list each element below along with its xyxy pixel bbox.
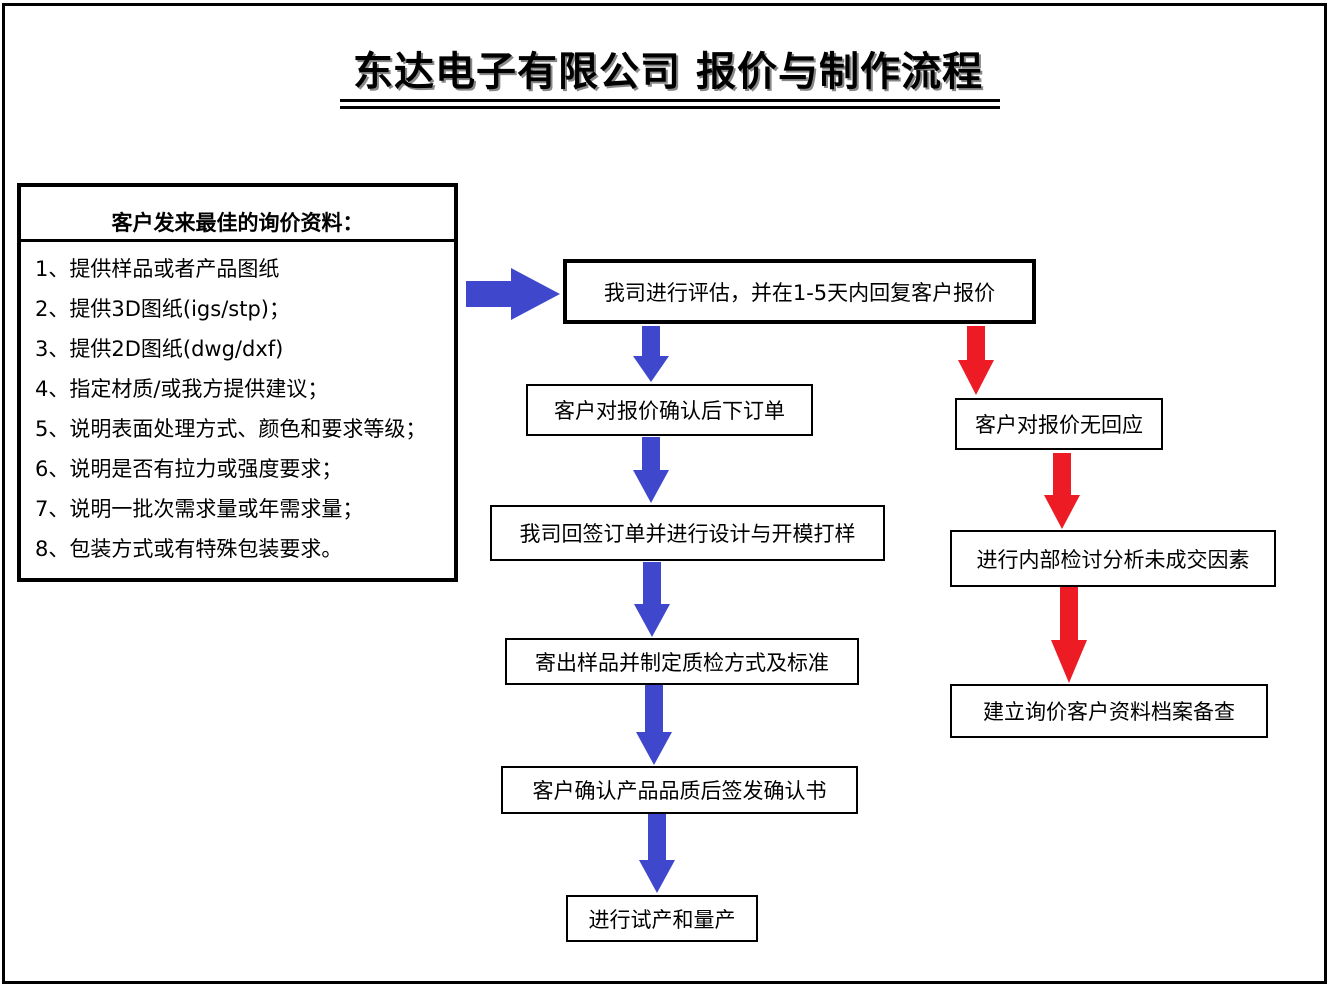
requirement-item: 6、说明是否有拉力或强度要求；	[35, 457, 343, 481]
step-evaluate-box: 我司进行评估，并在1-5天内回复客户报价	[563, 259, 1036, 324]
requirement-item: 5、说明表面处理方式、颜色和要求等级；	[35, 417, 427, 441]
step-confirm-quality-box: 客户确认产品品质后签发确认书	[501, 766, 858, 814]
requirement-item: 1、提供样品或者产品图纸	[35, 257, 280, 281]
title-underline	[340, 99, 1000, 102]
page-title: 东达电子有限公司 报价与制作流程	[353, 49, 983, 95]
diagram-frame	[2, 3, 1327, 984]
step-label: 进行内部检讨分析未成交因素	[976, 547, 1250, 572]
down-arrow-icon	[634, 562, 670, 637]
requirement-item: 3、提供2D图纸(dwg/dxf)	[35, 337, 284, 361]
step-label: 我司回签订单并进行设计与开模打样	[519, 522, 856, 546]
requirement-item: 4、指定材质/或我方提供建议；	[35, 377, 329, 401]
down-arrow-icon	[636, 685, 672, 765]
step-label: 客户对报价无回应	[975, 413, 1143, 437]
step-archive-box: 建立询价客户资料档案备查	[950, 684, 1268, 738]
requirement-item: 8、包装方式或有特殊包装要求。	[35, 537, 343, 561]
step-production-box: 进行试产和量产	[566, 895, 758, 942]
step-label: 客户对报价确认后下订单	[554, 399, 785, 423]
inquiry-requirements-box: 客户发来最佳的询价资料： 1、提供样品或者产品图纸 2、提供3D图纸(igs/s…	[17, 183, 458, 582]
down-arrow-icon	[633, 326, 669, 382]
step-label: 寄出样品并制定质检方式及标准	[535, 650, 829, 675]
step-review-box: 进行内部检讨分析未成交因素	[950, 530, 1276, 587]
title-underline	[340, 106, 1000, 109]
step-sign-design-box: 我司回签订单并进行设计与开模打样	[490, 505, 885, 561]
step-label: 客户确认产品品质后签发确认书	[532, 779, 827, 803]
down-arrow-icon	[1044, 453, 1080, 529]
requirements-heading: 客户发来最佳的询价资料：	[111, 211, 364, 235]
down-arrow-icon	[1051, 587, 1087, 683]
step-send-samples-box: 寄出样品并制定质检方式及标准	[505, 638, 859, 685]
down-arrow-icon	[958, 326, 994, 395]
requirements-divider	[21, 239, 454, 242]
step-no-response-box: 客户对报价无回应	[955, 398, 1163, 450]
step-label: 我司进行评估，并在1-5天内回复客户报价	[603, 280, 996, 305]
requirement-item: 7、说明一批次需求量或年需求量；	[35, 497, 364, 521]
down-arrow-icon	[639, 814, 675, 893]
step-label: 建立询价客户资料档案备查	[983, 700, 1235, 724]
down-arrow-icon	[633, 437, 669, 503]
requirements-list: 1、提供样品或者产品图纸 2、提供3D图纸(igs/stp)； 3、提供2D图纸…	[35, 249, 426, 569]
step-label: 进行试产和量产	[588, 907, 736, 932]
step-confirm-order-box: 客户对报价确认后下订单	[526, 384, 813, 436]
right-arrow-icon	[466, 268, 560, 320]
requirement-item: 2、提供3D图纸(igs/stp)；	[35, 297, 290, 321]
